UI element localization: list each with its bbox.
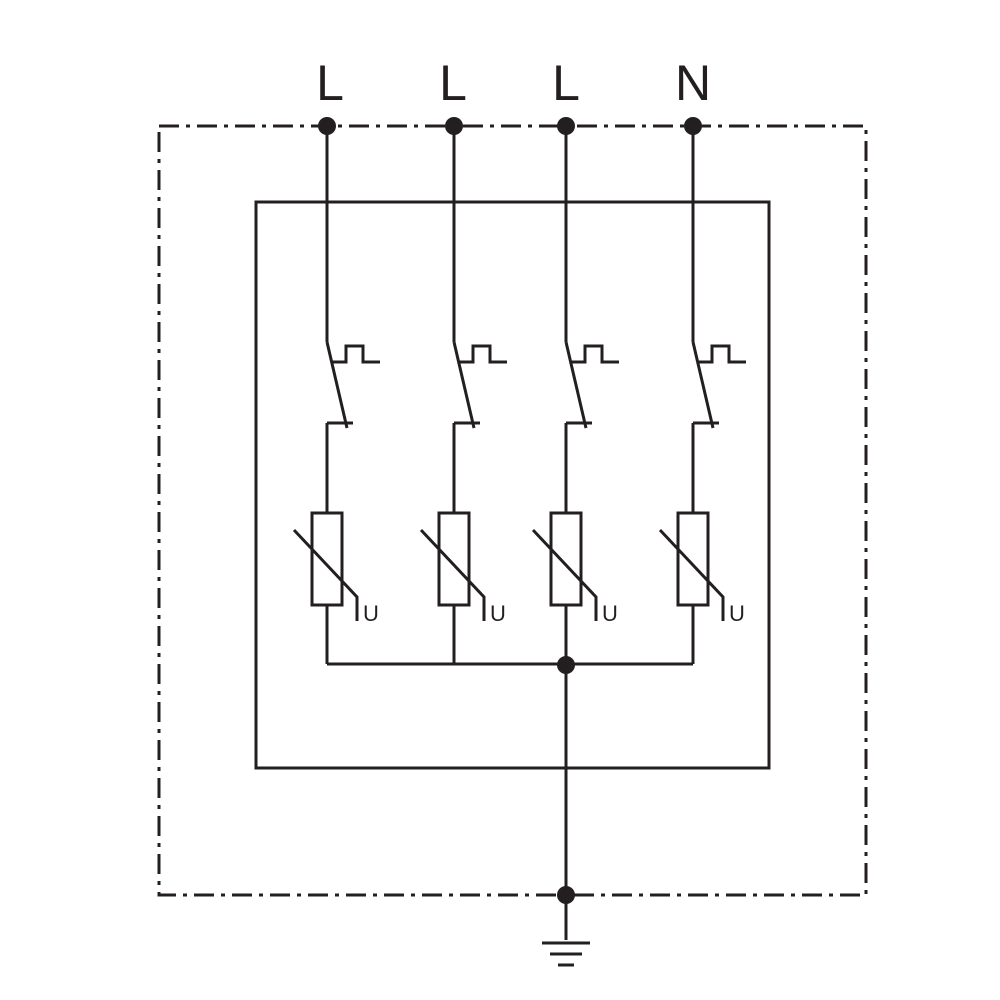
thermal-disconnect-switch-icon [564, 341, 619, 429]
terminal-label-l2: L [439, 55, 467, 111]
varistor-icon: U [658, 511, 745, 626]
thermal-disconnect-switch-icon [452, 341, 507, 429]
varistor-u-label: U [729, 601, 745, 626]
terminal-label-n: N [675, 55, 711, 111]
thermal-disconnect-switch-icon [325, 341, 380, 429]
ground-icon [542, 941, 590, 967]
terminal-label-l3: L [552, 55, 580, 111]
earth-terminal-node [557, 886, 575, 904]
varistor-icon: U [419, 511, 506, 626]
varistor-icon: U [292, 511, 379, 626]
branch-l3: U [531, 117, 619, 664]
branch-l1: U [292, 117, 380, 664]
varistor-u-label: U [363, 601, 379, 626]
thermal-disconnect-switch-icon [691, 341, 746, 429]
terminal-label-l1: L [316, 55, 344, 111]
branch-n: U [658, 117, 746, 664]
varistor-u-label: U [490, 601, 506, 626]
varistor-icon: U [531, 511, 618, 626]
branch-l2: U [419, 117, 507, 664]
outer-enclosure [157, 124, 868, 897]
varistor-u-label: U [602, 601, 618, 626]
inner-device-box [254, 200, 771, 770]
